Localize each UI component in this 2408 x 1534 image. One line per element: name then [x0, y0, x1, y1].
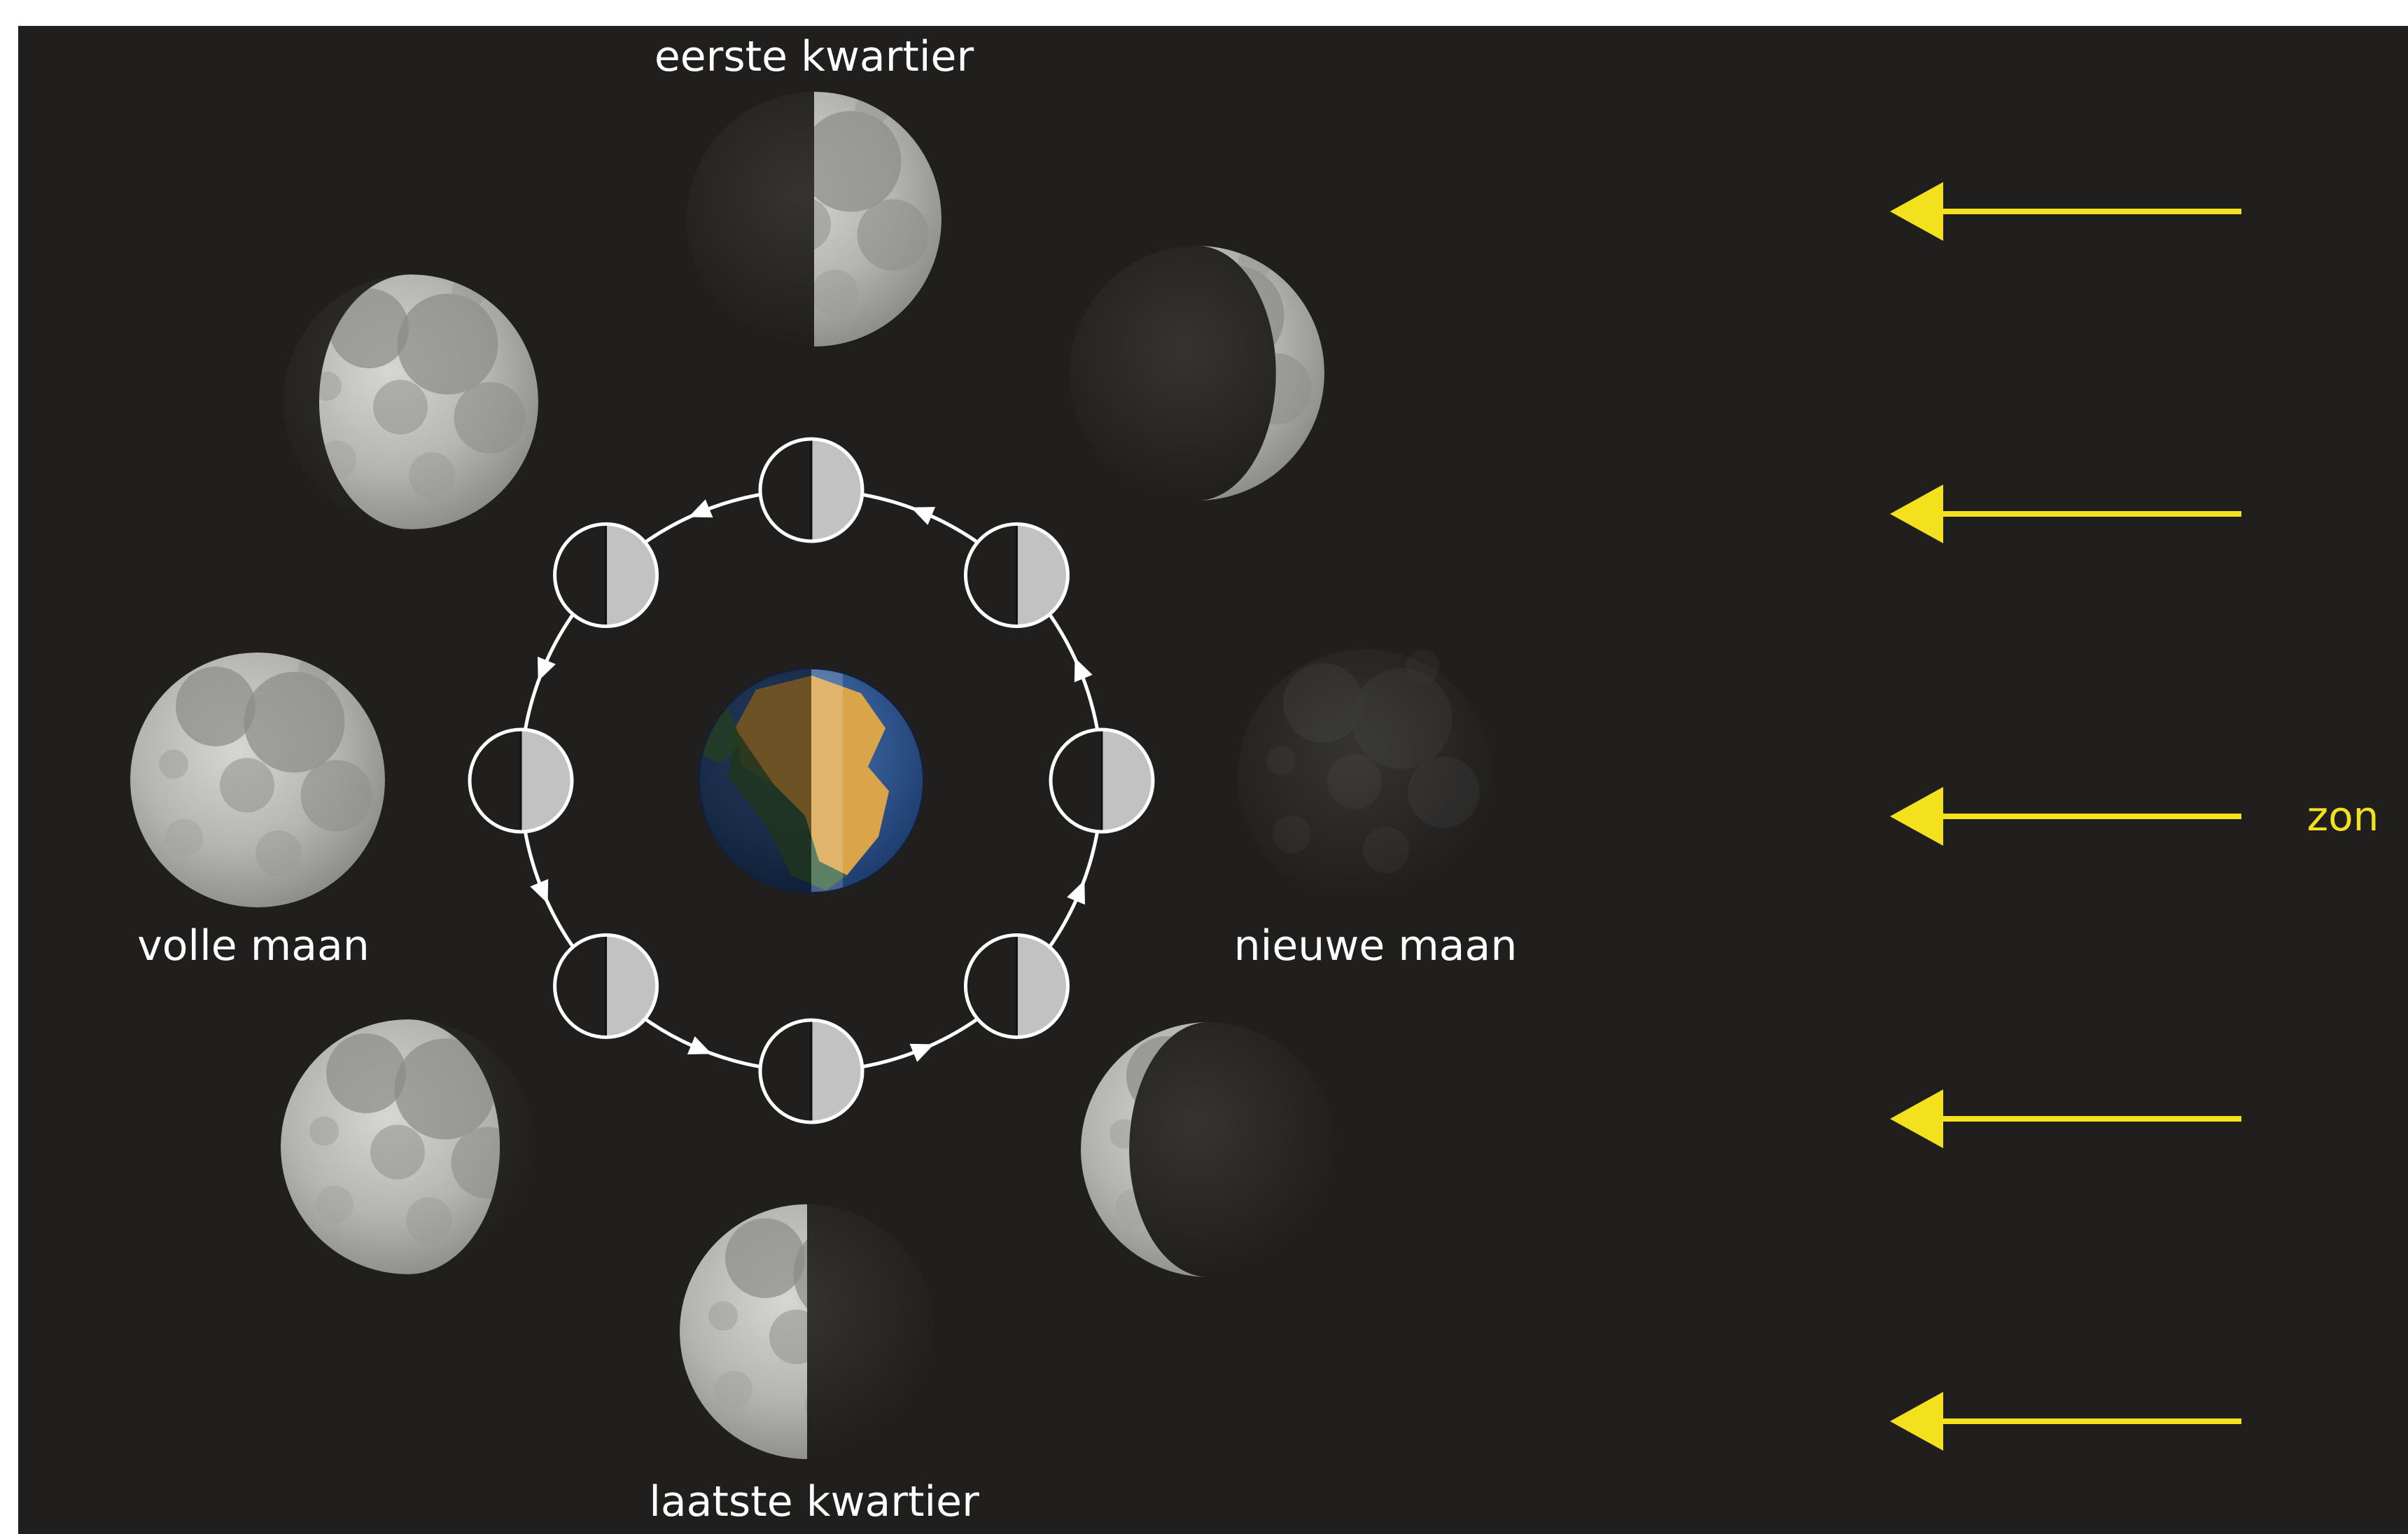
small-moon-phase-icon: [963, 933, 1070, 1039]
orbit-direction-arrow-icon: [1074, 657, 1093, 683]
moon-waxing-gibbous-icon: [284, 274, 538, 529]
arrow-left-icon: [1890, 484, 2241, 543]
moon-full-icon: [130, 653, 385, 907]
orbit-direction-arrow-icon: [538, 656, 556, 681]
orbit-direction-arrow-icon: [911, 507, 936, 525]
arrow-left-icon: [1890, 1392, 2241, 1451]
moon-waning-crescent-icon: [1081, 1022, 1336, 1277]
moon-waning-gibbous-icon: [281, 1019, 536, 1274]
small-moon-phase-icon: [963, 522, 1070, 629]
label-last-quarter: laatste kwartier: [649, 1477, 979, 1526]
small-moon-phase-icon: [553, 522, 659, 629]
label-sun: zon: [2307, 793, 2379, 840]
label-full-moon: volle maan: [137, 921, 370, 970]
small-moon-phase-icon: [553, 933, 659, 1039]
orbit-direction-arrow-icon: [688, 499, 713, 518]
arrow-left-icon: [1890, 1089, 2241, 1148]
orbit-direction-arrow-icon: [909, 1043, 934, 1062]
arrow-left-icon: [1890, 787, 2241, 846]
orbit-direction-arrow-icon: [687, 1036, 712, 1054]
small-moon-phase-icon: [758, 1018, 864, 1124]
label-first-quarter: eerste kwartier: [654, 32, 974, 81]
small-moon-phase-icon: [468, 727, 574, 834]
orbit-direction-arrow-icon: [530, 879, 549, 904]
moon-first-quarter-icon: [687, 92, 941, 347]
moon-new-icon: [1238, 649, 1492, 904]
earth-icon: [699, 668, 924, 893]
label-new-moon: nieuwe maan: [1234, 921, 1518, 970]
arrow-left-icon: [1890, 182, 2241, 241]
orbit-direction-arrow-icon: [1067, 880, 1085, 905]
small-moon-phase-icon: [758, 437, 864, 543]
small-moon-phase-icon: [1049, 727, 1155, 834]
moon-last-quarter-icon: [680, 1204, 934, 1459]
moon-waxing-crescent-icon: [1070, 246, 1324, 501]
